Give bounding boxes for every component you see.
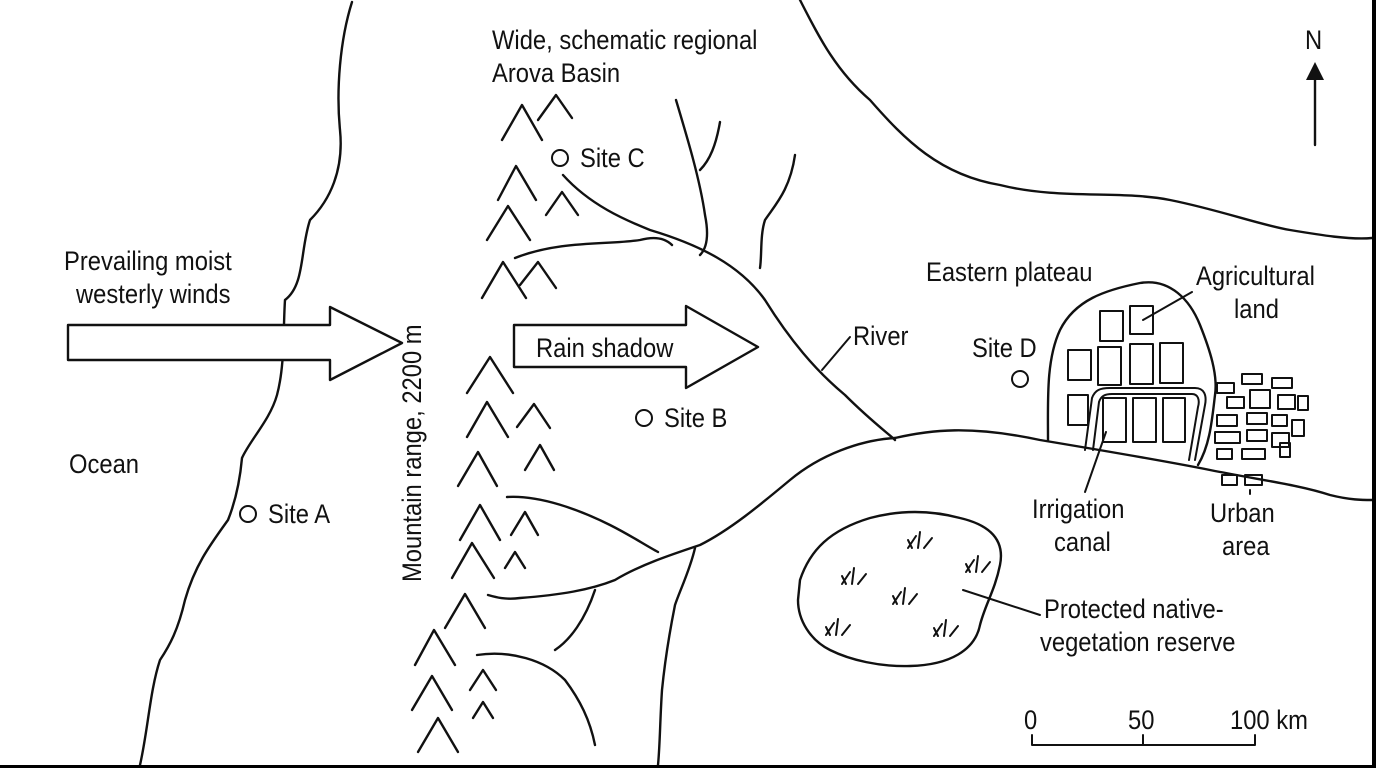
ocean-label: Ocean bbox=[69, 449, 140, 479]
mountain-peak-icon bbox=[503, 550, 527, 570]
mountain-peak-icon bbox=[458, 503, 502, 542]
river-tributary-1 bbox=[674, 98, 709, 257]
scale-tick-100: 100 km bbox=[1230, 705, 1308, 735]
grass-tufts bbox=[825, 531, 991, 637]
mountain-peak-icon bbox=[465, 400, 510, 439]
mountain-peak-icon bbox=[509, 510, 540, 537]
leader-agricultural bbox=[1142, 291, 1193, 321]
mountain-peak-icon bbox=[416, 716, 460, 754]
plateau-outline bbox=[1046, 281, 1217, 467]
mountain-range bbox=[410, 93, 580, 754]
site-d-label: Site D bbox=[972, 333, 1037, 363]
river-south-trib-4 bbox=[553, 588, 597, 652]
mountain-peak-icon bbox=[443, 592, 487, 630]
site-a-label: Site A bbox=[268, 499, 331, 529]
mountain-peak-icon bbox=[456, 450, 499, 488]
north-label: N bbox=[1305, 25, 1323, 55]
site-b-label: Site B bbox=[664, 403, 728, 433]
mountain-peak-icon bbox=[450, 541, 496, 580]
agricultural-label-line1: Agricultural bbox=[1196, 261, 1315, 291]
mountain-peak-icon bbox=[468, 668, 498, 692]
river-south bbox=[893, 429, 1372, 502]
north-arrow-icon bbox=[1306, 62, 1324, 147]
mountain-peak-icon bbox=[410, 674, 454, 712]
scale-tick-50: 50 bbox=[1128, 705, 1155, 735]
agricultural-label-line2: land bbox=[1234, 294, 1279, 324]
mountain-peak-icon bbox=[471, 700, 495, 720]
site-marker-icon-c bbox=[551, 149, 569, 167]
winds-label-line2: westerly winds bbox=[76, 279, 231, 309]
mountain-peak-icon bbox=[413, 628, 457, 667]
site-marker-icon-a bbox=[239, 505, 257, 523]
urban-blocks bbox=[1214, 373, 1309, 486]
irrigation-label-line1: Irrigation bbox=[1032, 494, 1125, 524]
leader-reserve bbox=[962, 589, 1041, 616]
site-marker-icon-b bbox=[635, 409, 653, 427]
grass-tuft-icon bbox=[965, 555, 991, 573]
river-south-trib-2 bbox=[656, 546, 697, 765]
river-tributary-2 bbox=[698, 120, 722, 172]
mountain-peak-icon bbox=[480, 260, 528, 300]
river-label: River bbox=[853, 321, 909, 351]
grass-tuft-icon bbox=[933, 619, 959, 637]
mountain-range-label: Mountain range, 2200 m bbox=[397, 324, 427, 582]
mountain-peak-icon bbox=[544, 190, 580, 217]
wind-arrow-icon bbox=[66, 305, 404, 382]
grass-tuft-icon bbox=[907, 531, 933, 549]
coastline bbox=[138, 0, 354, 765]
river-south-trib-3 bbox=[475, 652, 597, 747]
mountain-peak-icon bbox=[496, 164, 538, 202]
reserve-label-line1: Protected native- bbox=[1044, 594, 1224, 624]
map-subtitle: Arova Basin bbox=[492, 58, 621, 88]
grass-tuft-icon bbox=[841, 567, 867, 585]
mountain-peak-icon bbox=[465, 355, 515, 395]
river-south-main bbox=[486, 436, 897, 600]
scale-bar bbox=[1031, 734, 1256, 746]
scale-tick-0: 0 bbox=[1024, 705, 1038, 735]
mountain-peak-icon bbox=[515, 402, 552, 430]
reserve-label-line2: vegetation reserve bbox=[1040, 627, 1236, 657]
irrigation-canal-inner bbox=[1092, 393, 1200, 461]
irrigation-label-line2: canal bbox=[1054, 527, 1111, 557]
river-south-trib-1 bbox=[505, 495, 660, 554]
map-title: Wide, schematic regional bbox=[492, 25, 758, 55]
irrigation-canal bbox=[1084, 387, 1207, 461]
river-tributary-4 bbox=[513, 236, 674, 260]
mountain-peak-icon bbox=[518, 260, 558, 290]
grass-tuft-icon bbox=[892, 587, 918, 605]
leader-irrigation bbox=[1084, 431, 1107, 493]
grass-tuft-icon bbox=[825, 618, 851, 636]
reserve-outline bbox=[796, 510, 1003, 668]
rain-shadow-label: Rain shadow bbox=[536, 333, 674, 363]
river-tributary-3 bbox=[758, 153, 797, 270]
river-main bbox=[561, 173, 897, 442]
urban-label-line2: area bbox=[1222, 531, 1270, 561]
mountain-peak-icon bbox=[485, 204, 532, 242]
mountain-peak-icon bbox=[536, 93, 574, 122]
winds-label-line1: Prevailing moist bbox=[64, 246, 232, 276]
site-c-label: Site C bbox=[580, 143, 645, 173]
site-marker-icon-d bbox=[1011, 370, 1029, 388]
rain-shadow-arrow-icon bbox=[512, 304, 760, 390]
mountain-peak-icon bbox=[500, 103, 544, 142]
leader-river bbox=[821, 336, 851, 371]
mountain-peak-icon bbox=[523, 443, 556, 472]
eastern-plateau-label: Eastern plateau bbox=[926, 257, 1093, 287]
agricultural-fields bbox=[1067, 305, 1186, 443]
river-north bbox=[798, 0, 1372, 240]
urban-label-line1: Urban bbox=[1210, 498, 1275, 528]
